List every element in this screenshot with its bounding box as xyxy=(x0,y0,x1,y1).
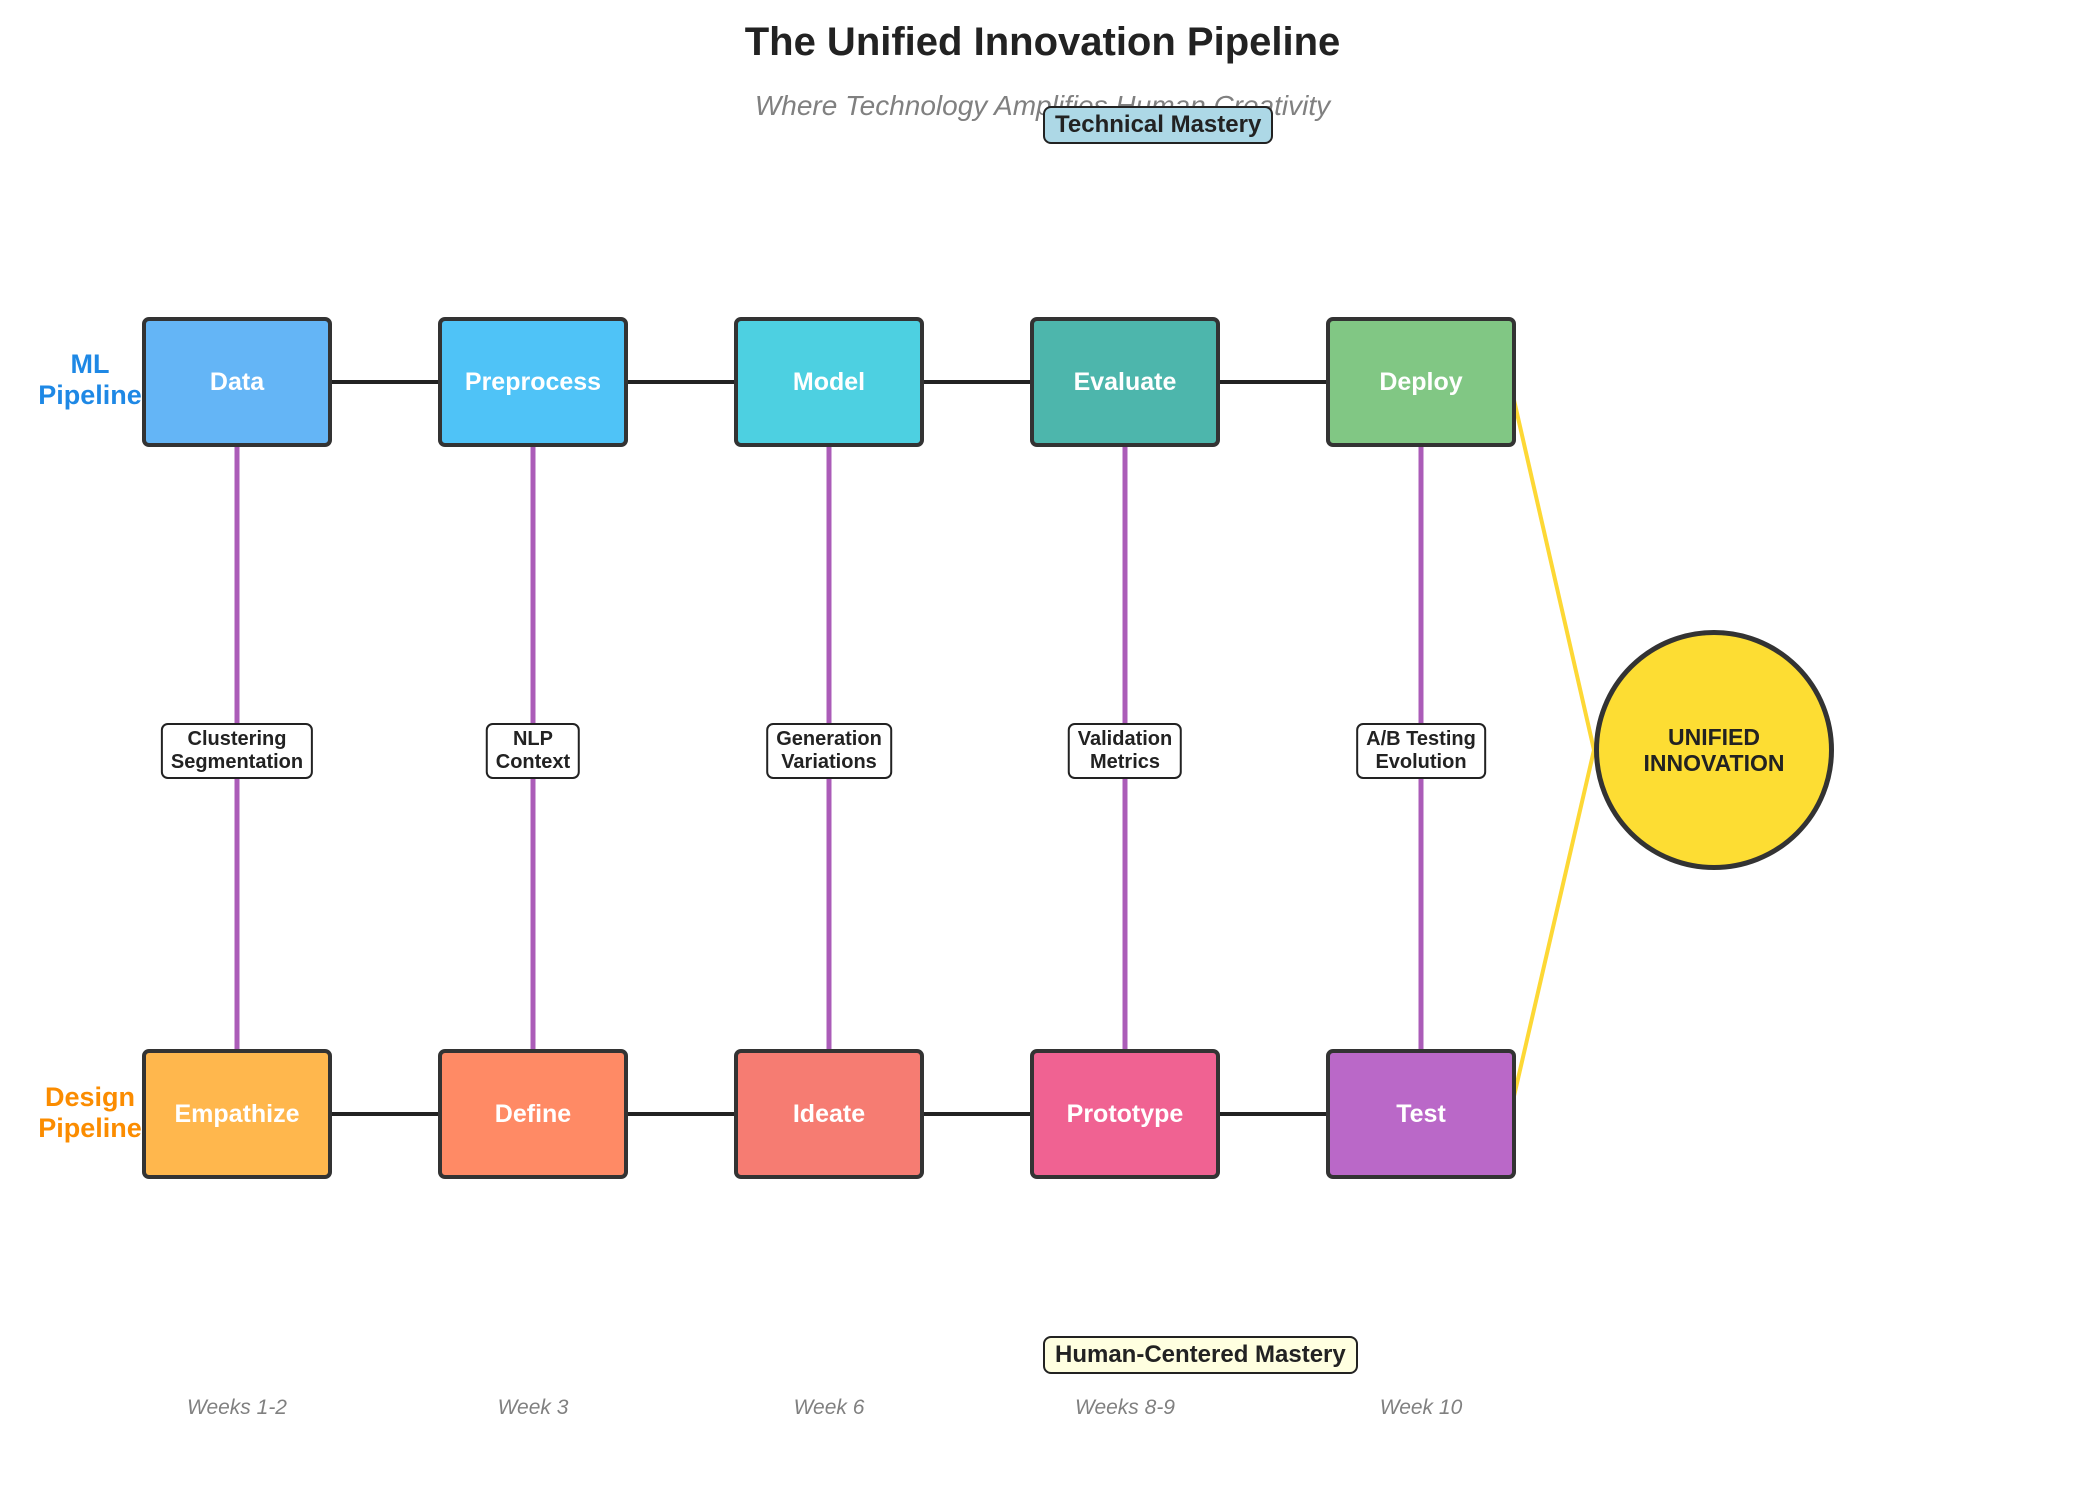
technical-mastery-label: Technical Mastery xyxy=(1043,106,1274,144)
design-pipeline-label: Design Pipeline xyxy=(0,1082,180,1144)
bridge-label-line2: Metrics xyxy=(1089,751,1161,773)
ml-pipeline-label-line1: ML xyxy=(70,349,110,379)
ml-stage-model: Model xyxy=(734,317,924,447)
bridge-label-line2: Evolution xyxy=(1375,751,1467,773)
bridge-label-line1: Clustering xyxy=(187,728,287,750)
design-stage-label: Test xyxy=(1396,1099,1446,1128)
week-label-2: Week 3 xyxy=(497,1396,569,1419)
hub-label-line2: INNOVATION xyxy=(1643,750,1785,776)
bridge-label-line1: Validation xyxy=(1077,728,1173,750)
bridge-label-line1: Generation xyxy=(776,728,882,750)
design-stage-label: Empathize xyxy=(174,1099,300,1128)
bridge-label-line2: Context xyxy=(495,751,571,773)
ml-stage-evaluate: Evaluate xyxy=(1030,317,1220,447)
human-centered-mastery-label: Human-Centered Mastery xyxy=(1043,1336,1358,1374)
unified-innovation-hub: UNIFIED INNOVATION xyxy=(1594,630,1834,870)
week-label-1: Weeks 1-2 xyxy=(187,1396,287,1419)
ml-stage-preprocess: Preprocess xyxy=(438,317,628,447)
bridge-label-line2: Variations xyxy=(781,751,877,773)
design-stage-label: Prototype xyxy=(1066,1099,1184,1128)
design-pipeline-label-line1: Design xyxy=(44,1082,136,1112)
design-stage-empathize: Empathize xyxy=(142,1049,332,1179)
design-convergence-line xyxy=(1509,749,1596,1110)
ml-stage-label: Model xyxy=(792,367,866,396)
ml-stage-label: Data xyxy=(209,367,265,396)
week-label-3: Week 6 xyxy=(793,1396,865,1419)
design-pipeline-label-line2: Pipeline xyxy=(38,1113,142,1143)
ml-stage-data: Data xyxy=(142,317,332,447)
ml-stage-label: Preprocess xyxy=(464,367,602,396)
bridge-label-line2: Segmentation xyxy=(170,751,304,773)
week-label-4: Weeks 8-9 xyxy=(1075,1396,1175,1419)
bridge-label-line1: NLP xyxy=(512,728,553,750)
ml-convergence-line xyxy=(1509,386,1596,751)
ml-pipeline-label: ML Pipeline xyxy=(0,349,180,411)
design-stage-define: Define xyxy=(438,1049,628,1179)
design-stage-label: Define xyxy=(494,1099,572,1128)
hub-label-line1: UNIFIED xyxy=(1668,724,1760,750)
week-label-5: Week 10 xyxy=(1379,1396,1463,1419)
page-title: The Unified Innovation Pipeline xyxy=(744,20,1341,64)
ml-stage-label: Deploy xyxy=(1379,367,1463,396)
design-stage-prototype: Prototype xyxy=(1030,1049,1220,1179)
ml-stage-label: Evaluate xyxy=(1073,367,1177,396)
ml-pipeline-label-line2: Pipeline xyxy=(38,380,142,410)
ml-stage-deploy: Deploy xyxy=(1326,317,1516,447)
design-stage-label: Ideate xyxy=(792,1099,866,1128)
design-stage-ideate: Ideate xyxy=(734,1049,924,1179)
bridge-label-line1: A/B Testing xyxy=(1366,728,1476,750)
design-stage-test: Test xyxy=(1326,1049,1516,1179)
